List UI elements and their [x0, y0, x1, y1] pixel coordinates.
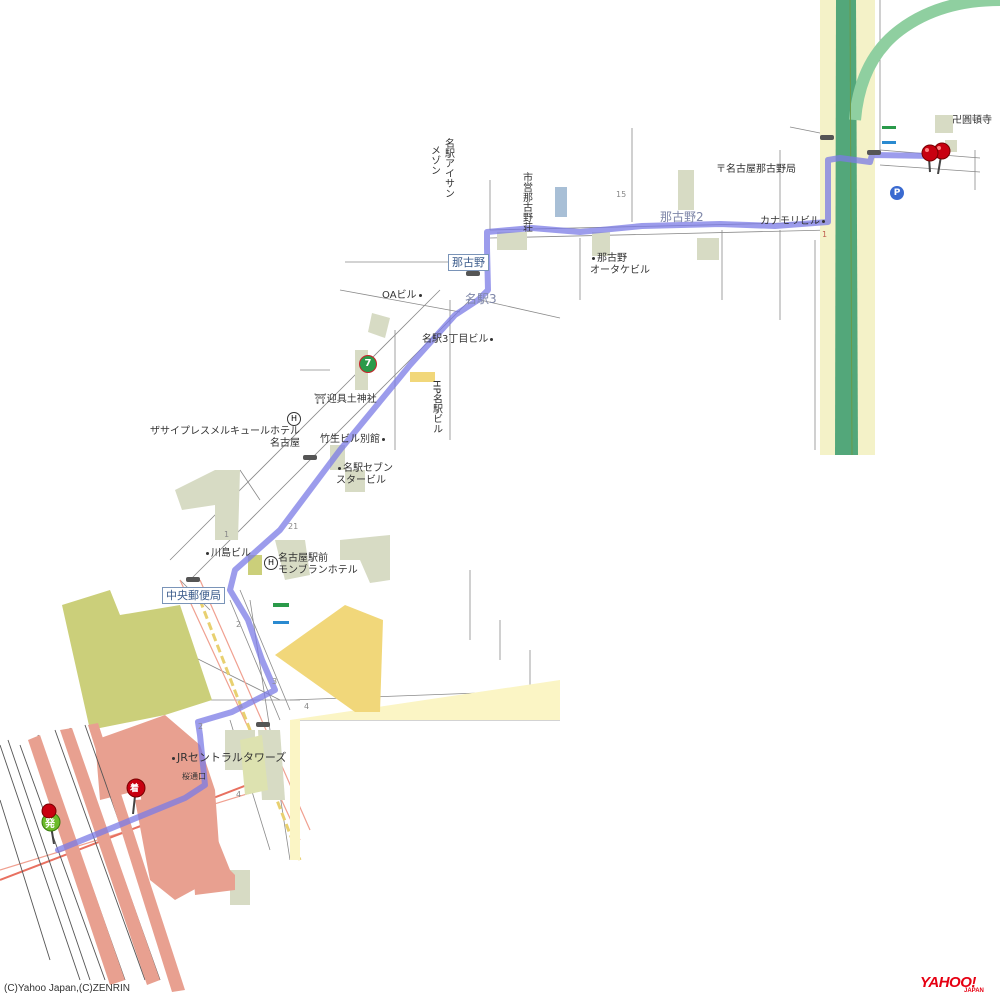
intersection-chuo-yubinkyoku: 中央郵便局	[162, 587, 225, 604]
shrine-icon: ⛩	[314, 394, 327, 405]
start-marker-label: 発	[45, 819, 55, 830]
yellow-block	[275, 605, 383, 712]
destination-pin-icon[interactable]	[932, 142, 952, 174]
label-post-office: 〒名古屋那古野局	[716, 164, 796, 175]
convenience-store-icon: 7	[359, 355, 377, 373]
label-oa-building: OAビル	[382, 290, 424, 302]
yahoo-logo[interactable]: YAHOO!JAPAN	[920, 974, 984, 994]
label-manganji: 卍圓頓寺	[952, 115, 992, 126]
label-shrine: ⛩迎具土神社	[314, 394, 377, 405]
label-maison-2: メゾン	[428, 145, 440, 175]
label-hp-building: HP名駅ビル	[430, 380, 442, 434]
block-number: 4	[236, 790, 242, 799]
block-number: 15	[616, 190, 627, 199]
block-number: 3	[272, 677, 278, 686]
block-number: 4	[304, 702, 310, 711]
label-sakura-exit: 桜通口	[182, 772, 206, 781]
label-takeo: 竹生ビル別館	[320, 434, 387, 446]
block-number: 2	[198, 722, 204, 731]
block-number: 21	[288, 522, 299, 531]
route-line	[55, 149, 948, 853]
block-number: 1	[822, 230, 828, 239]
label-kawashima: 川島ビル	[204, 548, 251, 560]
hotel-icon: H	[287, 412, 301, 426]
park-block	[62, 590, 212, 730]
platforms	[28, 723, 185, 992]
destination-pin-icon[interactable]	[920, 144, 940, 176]
buildings	[175, 115, 957, 905]
green-small2	[248, 555, 262, 575]
waypoint-pin-icon[interactable]	[125, 778, 147, 814]
bus-stop-icons	[186, 135, 881, 727]
yellow-area	[290, 680, 560, 860]
hotel-icon: H	[264, 556, 278, 570]
block-number: 1	[224, 530, 230, 539]
road-name-meieki3: 名駅3	[465, 292, 497, 306]
bank-icon	[273, 603, 289, 624]
label-montblanc-hotel: 名古屋駅前モンブランホテル	[278, 553, 358, 576]
station-building-2	[135, 795, 230, 900]
label-jr-central-towers: JRセントラルタワーズ	[170, 751, 286, 765]
bank-icon	[882, 126, 896, 144]
blue-building	[555, 187, 567, 217]
copyright: (C)Yahoo Japan,(C)ZENRIN	[4, 983, 130, 994]
block-number: 2	[236, 620, 242, 629]
green-small	[240, 735, 268, 795]
label-maison: 名駅アイサン	[442, 138, 454, 198]
road-name-nagono2: 那古野2	[660, 210, 704, 224]
label-hotel-cypress: ザサイプレスメルキュールホテル名古屋	[150, 426, 300, 449]
label-seven-star: 名駅セブンスタービル	[336, 463, 393, 486]
intersection-nagono: 那古野	[448, 254, 489, 271]
parking-icon: P	[890, 186, 904, 200]
yellow-building	[410, 372, 435, 382]
label-city-housing: 市営那古野荘	[520, 172, 532, 232]
arrival-marker-label: 着	[130, 784, 140, 794]
label-otake: 那古野オータケビル	[590, 253, 650, 276]
label-kanamo: カナモリビル	[760, 216, 827, 228]
label-meieki3-building: 名駅3丁目ビル	[422, 334, 495, 346]
railway-corridor	[820, 0, 1000, 456]
start-pin-icon[interactable]	[40, 802, 62, 844]
